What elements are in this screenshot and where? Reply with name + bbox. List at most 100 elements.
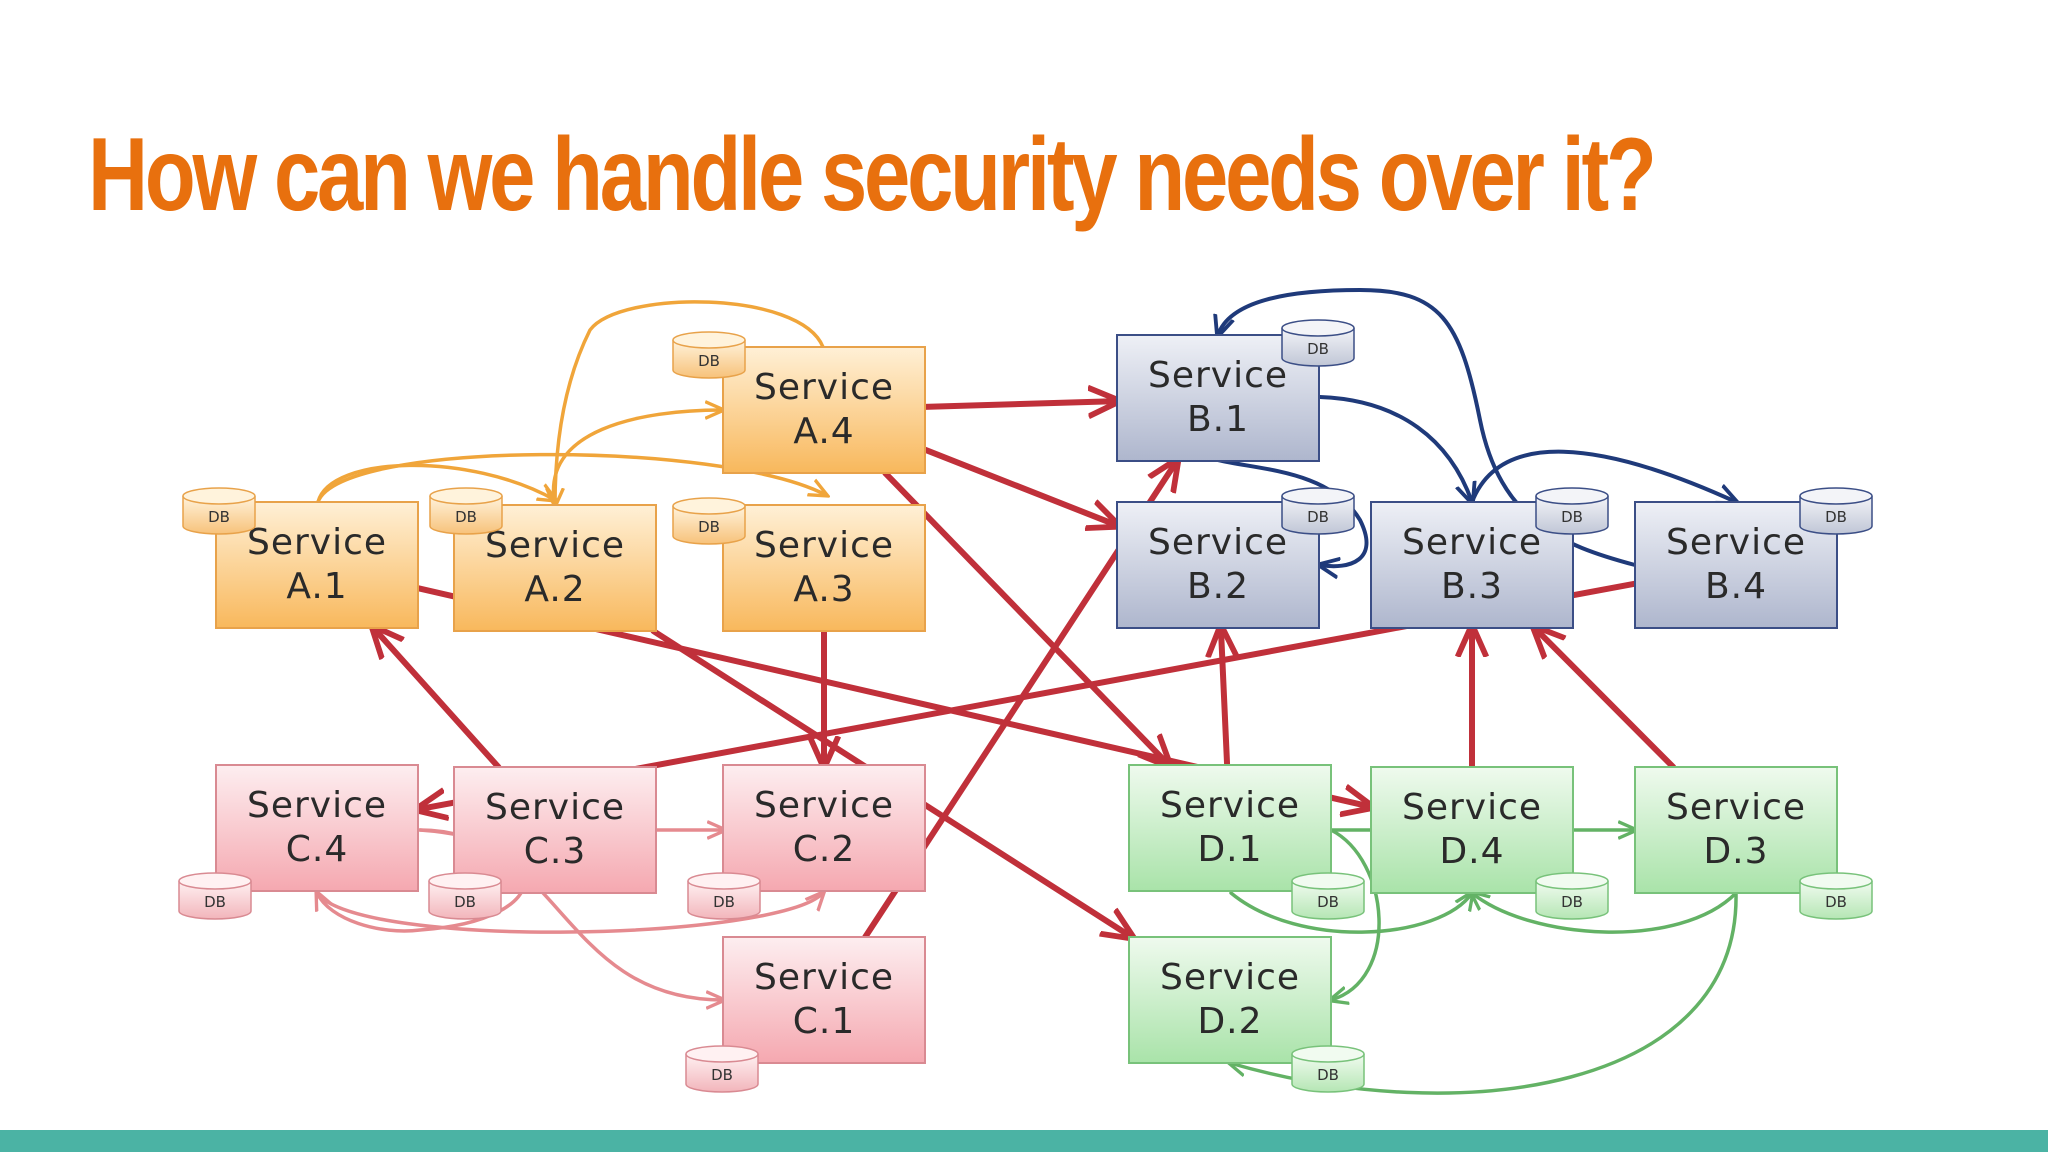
database-label: DB (1825, 893, 1847, 911)
database-icon: DB (1535, 487, 1609, 535)
database-icon: DB (1799, 487, 1873, 535)
service-node-layer: ServiceA.1DBServiceA.2DBServiceA.3DBServ… (178, 319, 1873, 1093)
database-icon: DB (672, 331, 746, 379)
connection-B1-to-B3 (1318, 395, 1472, 502)
database-label: DB (698, 518, 720, 536)
connection-D4-to-D2 (1331, 828, 1381, 1000)
service-name-label: D.1 (1197, 829, 1262, 870)
service-box (722, 346, 926, 474)
service-name-label: A.1 (286, 566, 347, 607)
service-word-label: Service (1666, 787, 1806, 828)
connection-B3-to-B4 (1470, 449, 1736, 502)
connection-layer (315, 287, 1738, 1095)
database-label: DB (1307, 340, 1329, 358)
service-box (215, 764, 419, 892)
service-word-label: Service (247, 522, 387, 563)
service-box (1128, 936, 1332, 1064)
database-icon: DB (1799, 872, 1873, 920)
database-label: DB (713, 893, 735, 911)
database-label: DB (1317, 893, 1339, 911)
service-name-label: C.2 (793, 829, 855, 870)
service-word-label: Service (485, 787, 625, 828)
database-label: DB (1561, 508, 1583, 526)
service-word-label: Service (754, 957, 894, 998)
service-word-label: Service (1666, 522, 1806, 563)
database-icon: DB (1535, 872, 1609, 920)
service-name-label: A.4 (793, 411, 854, 452)
database-icon: DB (1291, 872, 1365, 920)
service-name-label: C.4 (286, 829, 348, 870)
service-name-label: C.3 (524, 831, 586, 872)
database-icon: DB (428, 872, 502, 920)
database-icon: DB (1281, 487, 1355, 535)
service-box (722, 504, 926, 632)
service-name-label: D.4 (1439, 831, 1504, 872)
service-name-label: D.2 (1197, 1001, 1262, 1042)
database-label: DB (208, 508, 230, 526)
service-name-label: B.3 (1441, 566, 1503, 607)
service-box (1128, 764, 1332, 892)
service-name-label: A.2 (524, 569, 585, 610)
service-word-label: Service (1402, 522, 1542, 563)
service-name-label: B.1 (1187, 399, 1249, 440)
database-label: DB (454, 893, 476, 911)
database-label: DB (204, 893, 226, 911)
database-label: DB (1561, 893, 1583, 911)
database-label: DB (455, 508, 477, 526)
service-box (1634, 766, 1838, 894)
service-word-label: Service (1160, 957, 1300, 998)
connection-C4-to-C2 (315, 893, 823, 934)
service-name-label: B.2 (1187, 566, 1249, 607)
service-word-label: Service (1160, 785, 1300, 826)
service-word-label: Service (754, 525, 894, 566)
service-box (722, 764, 926, 892)
bottom-accent-bar (0, 1130, 2048, 1152)
service-box (1370, 766, 1574, 894)
database-label: DB (711, 1066, 733, 1084)
database-icon: DB (1291, 1045, 1365, 1093)
connection-A4-to-B1 (922, 401, 1117, 407)
service-word-label: Service (1402, 787, 1542, 828)
service-word-label: Service (247, 785, 387, 826)
service-box (453, 766, 657, 894)
service-word-label: Service (754, 785, 894, 826)
service-word-label: Service (754, 367, 894, 408)
connection-D1-to-D4 (1229, 893, 1472, 934)
database-icon: DB (429, 487, 503, 535)
service-word-label: Service (1148, 522, 1288, 563)
database-label: DB (1825, 508, 1847, 526)
service-word-label: Service (485, 525, 625, 566)
database-icon: DB (178, 872, 252, 920)
service-name-label: D.3 (1703, 831, 1768, 872)
database-icon: DB (182, 487, 256, 535)
connection-B1-to-B2 (1216, 458, 1369, 566)
database-icon: DB (1281, 319, 1355, 367)
connection-C3-to-A1 (374, 628, 502, 770)
service-box (722, 936, 926, 1064)
service-name-label: B.4 (1705, 566, 1767, 607)
database-label: DB (698, 352, 720, 370)
connection-A1-to-A3 (316, 452, 826, 504)
connection-D3-to-D4 (1472, 893, 1738, 934)
service-name-label: C.1 (793, 1001, 855, 1042)
database-icon: DB (687, 872, 761, 920)
slide-title: How can we handle security needs over it… (88, 117, 1657, 233)
database-icon: DB (672, 497, 746, 545)
connection-A4-to-B2 (922, 446, 1117, 526)
